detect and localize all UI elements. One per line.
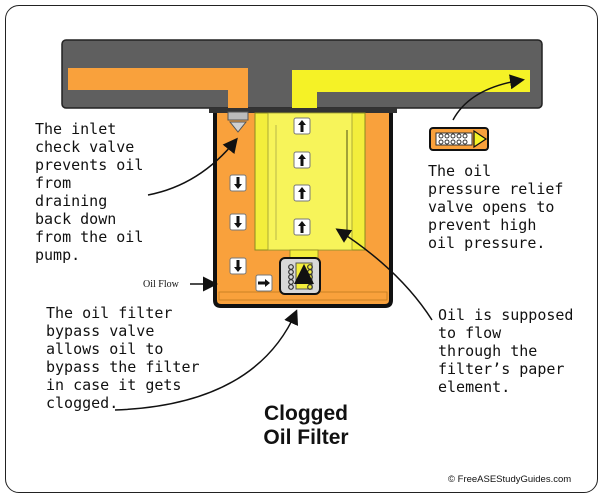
paper-element-text-line: element. — [438, 378, 510, 396]
filter-paper-element — [254, 112, 366, 261]
inlet-valve-text-line: prevents oil — [35, 156, 143, 174]
flow-arrow-down-icon — [229, 257, 247, 275]
bypass-valve-text-line: bypass valve — [46, 322, 154, 340]
title-line: Oil Filter — [263, 426, 348, 449]
flow-arrow-right-icon — [255, 274, 273, 292]
inlet-valve-text-line: The inlet — [35, 120, 116, 138]
flow-arrow-up-icon — [293, 151, 311, 169]
bypass-valve-text-line: allows oil to — [46, 340, 163, 358]
oil-flow-label: Oil Flow — [143, 279, 180, 290]
relief-valve-text-line: valve opens to — [428, 198, 554, 216]
callout-arrows — [114, 74, 525, 411]
paper-element-text-line: filter’s paper — [438, 360, 564, 378]
inlet-valve-text-line: check valve — [35, 138, 134, 156]
diagram-frame — [5, 5, 598, 493]
engine-block — [61, 39, 543, 113]
bypass-valve-text-line: The oil filter — [46, 304, 172, 322]
flow-arrow-down-icon — [229, 213, 247, 231]
bypass-valve-text-line: clogged. — [46, 394, 118, 412]
inlet-valve-text-line: draining — [35, 192, 107, 210]
flow-arrow-up-icon — [293, 184, 311, 202]
flow-arrow-down-icon — [229, 174, 247, 192]
title-line: Clogged — [264, 402, 348, 425]
relief-valve-text-line: oil pressure. — [428, 234, 545, 252]
site-credit: © FreeASEStudyGuides.com — [448, 474, 571, 485]
paper-element-text-line: through the — [438, 342, 537, 360]
inlet-valve-text-line: from the oil — [35, 228, 143, 246]
inlet-callout-arrow — [147, 137, 238, 196]
bypass-valve-text-line: bypass the filter — [46, 358, 200, 376]
relief-valve-text-line: pressure relief — [428, 180, 563, 198]
element-callout-arrow — [335, 228, 433, 321]
relief-callout-arrow — [452, 74, 525, 121]
bypass-valve-text-line: in case it gets — [46, 376, 181, 394]
flow-arrow-up-icon — [293, 218, 311, 236]
relief-valve-text-line: The oil — [428, 162, 491, 180]
inlet-valve-text-line: pump. — [35, 246, 80, 264]
bypass-callout-arrow — [114, 309, 299, 411]
inlet-valve-text-line: back down — [35, 210, 116, 228]
flow-arrow-icons — [229, 117, 311, 292]
paper-element-text-line: to flow — [438, 324, 502, 342]
inlet-check-valve — [227, 111, 249, 133]
inlet-valve-text-line: from — [35, 174, 71, 192]
flow-arrow-up-icon — [293, 117, 311, 135]
relief-valve-text-line: prevent high — [428, 216, 536, 234]
pressure-relief-valve — [429, 127, 489, 151]
paper-element-text-line: Oil is supposed — [438, 306, 573, 324]
bypass-valve — [279, 257, 321, 295]
